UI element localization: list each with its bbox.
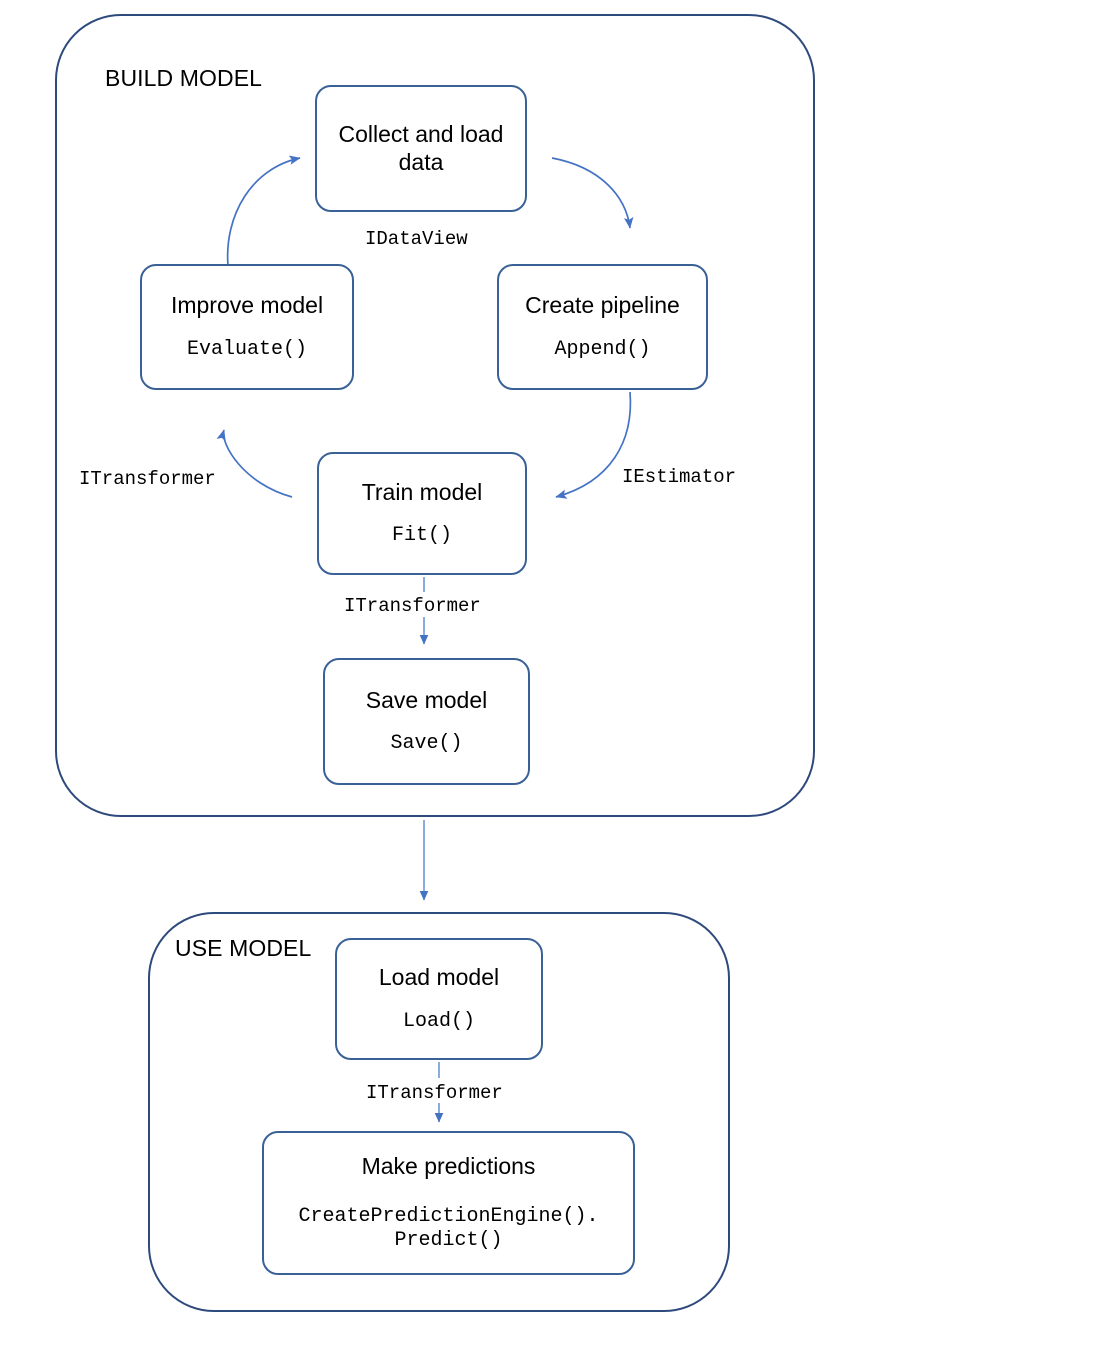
- node-api: CreatePredictionEngine(). Predict(): [298, 1204, 599, 1252]
- node-api: Save(): [390, 732, 463, 756]
- node-title: Save model: [365, 686, 488, 713]
- node-collect-and-load-data[interactable]: Collect and load data: [315, 85, 527, 212]
- node-api: Load(): [402, 1009, 475, 1033]
- connector-label-itransformer-load-to-predict: ITransformer: [366, 1082, 503, 1104]
- node-train-model[interactable]: Train model Fit(): [317, 452, 527, 575]
- build-model-group: [55, 14, 815, 817]
- node-title: Create pipeline: [525, 292, 680, 319]
- connector-label-itransformer-train-to-improve: ITransformer: [79, 468, 216, 490]
- connector-label-itransformer-train-to-save: ITransformer: [344, 595, 481, 617]
- node-title: Make predictions: [361, 1153, 536, 1180]
- node-make-predictions[interactable]: Make predictions CreatePredictionEngine(…: [262, 1131, 635, 1275]
- node-api: Append(): [554, 337, 651, 361]
- node-improve-model[interactable]: Improve model Evaluate(): [140, 264, 354, 390]
- use-model-group-label: USE MODEL: [175, 935, 312, 961]
- node-api: Evaluate(): [186, 337, 308, 361]
- node-save-model[interactable]: Save model Save(): [323, 658, 530, 785]
- connector-label-idataview: IDataView: [365, 228, 468, 250]
- node-title: Collect and load data: [338, 121, 504, 175]
- node-create-pipeline[interactable]: Create pipeline Append(): [497, 264, 708, 390]
- node-api: Fit(): [391, 524, 452, 548]
- connector-label-iestimator: IEstimator: [622, 466, 737, 488]
- node-load-model[interactable]: Load model Load(): [335, 938, 543, 1060]
- use-model-group: [148, 912, 730, 1312]
- node-title: Train model: [361, 478, 483, 505]
- node-title: Improve model: [170, 292, 324, 319]
- node-title: Load model: [378, 964, 500, 991]
- build-model-group-label: BUILD MODEL: [105, 65, 263, 91]
